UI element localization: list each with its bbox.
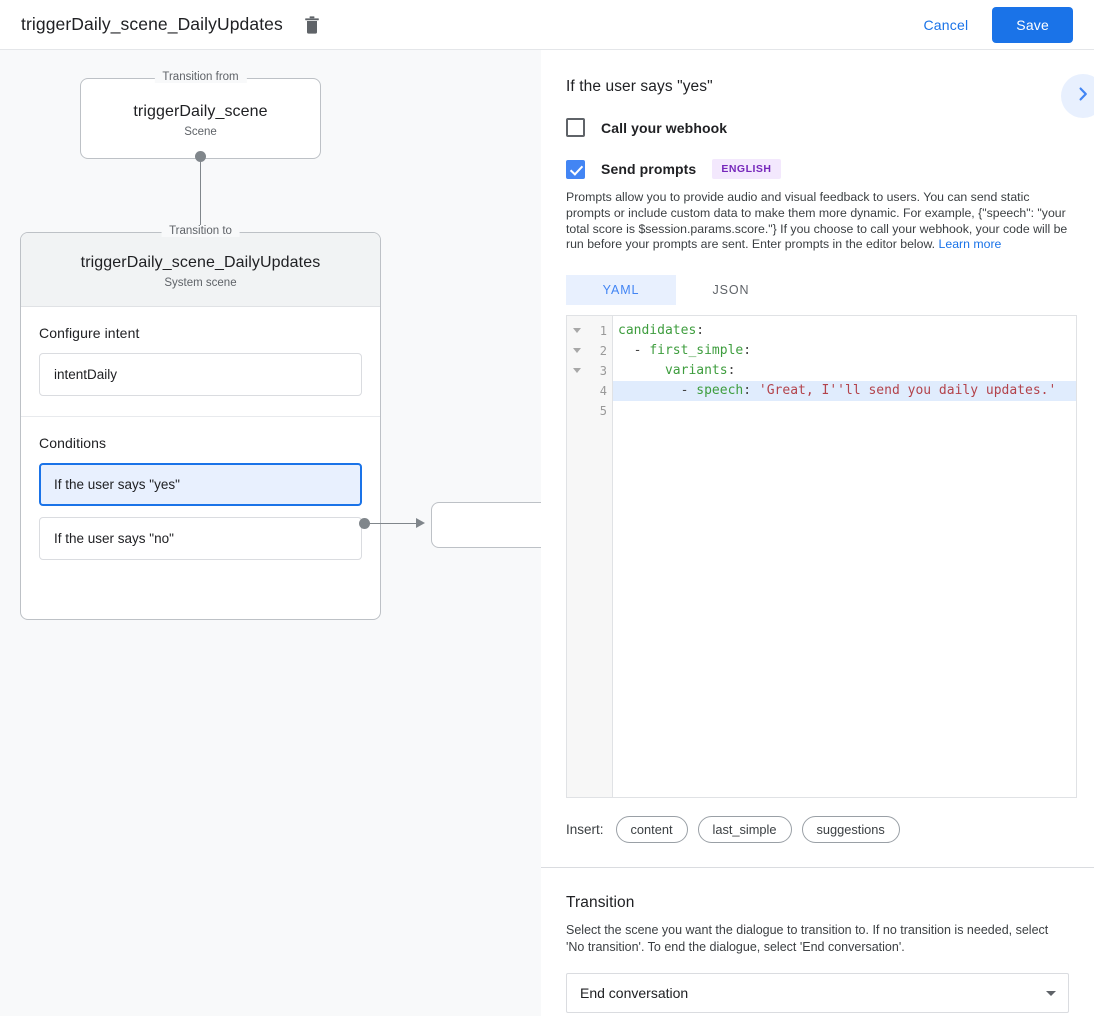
node-to-subtitle: System scene xyxy=(164,277,237,289)
prompts-description: Prompts allow you to provide audio and v… xyxy=(566,190,1069,253)
tab-yaml[interactable]: YAML xyxy=(566,275,676,306)
send-prompts-row[interactable]: Send prompts ENGLISH xyxy=(541,159,1094,179)
call-webhook-label: Call your webhook xyxy=(601,119,728,136)
editor-code-line[interactable]: variants: xyxy=(664,363,736,379)
insert-chip-suggestions[interactable]: suggestions xyxy=(801,816,900,844)
insert-label: Insert: xyxy=(566,822,604,838)
panel-divider xyxy=(541,867,1094,869)
editor-code-line[interactable]: - speech: 'Great, I''ll send you daily u… xyxy=(613,381,1076,402)
cancel-button[interactable]: Cancel xyxy=(914,9,979,41)
transition-section: Transition Select the scene you want the… xyxy=(541,868,1094,1014)
tab-json[interactable]: JSON xyxy=(712,283,750,298)
condition-arrowhead-right-icon xyxy=(416,518,425,528)
condition-edge-line xyxy=(368,523,418,524)
caret-down-icon xyxy=(1046,990,1056,996)
node-from-legend: Transition from xyxy=(154,71,247,83)
transition-title: Transition xyxy=(566,894,635,912)
edge-vertical-line xyxy=(200,156,201,262)
node-transition-to[interactable]: Transition to triggerDaily_scene_DailyUp… xyxy=(20,225,381,620)
insert-chip-content[interactable]: content xyxy=(615,816,688,844)
page-title: triggerDaily_scene_DailyUpdates xyxy=(21,14,283,34)
insert-chip-last-simple[interactable]: last_simple xyxy=(697,816,792,844)
learn-more-link[interactable]: Learn more xyxy=(938,237,1002,252)
format-tabs: YAML JSON xyxy=(566,275,1094,306)
configure-intent-section: Configure intent intentDaily xyxy=(21,307,380,416)
details-panel: If the user says "yes" Call your webhook… xyxy=(541,50,1094,1016)
editor-line-number: 2 xyxy=(567,341,612,361)
editor-code-area[interactable]: candidates: - first_simple: variants: - … xyxy=(613,316,1076,797)
node-to-header: triggerDaily_scene_DailyUpdates System s… xyxy=(21,233,380,307)
editor-line-number: 4 xyxy=(599,384,607,399)
editor-line-number: 5 xyxy=(599,404,607,419)
transition-select-value: End conversation xyxy=(580,985,689,1002)
save-button[interactable]: Save xyxy=(992,6,1073,43)
trash-icon xyxy=(304,15,320,34)
flow-canvas[interactable]: Transition from triggerDaily_scene Scene… xyxy=(0,50,541,1016)
call-webhook-row[interactable]: Call your webhook xyxy=(541,118,1094,137)
node-next-empty[interactable] xyxy=(431,502,541,548)
editor-code-line[interactable]: - first_simple: xyxy=(618,343,752,359)
condition-edge-dot xyxy=(359,518,370,529)
language-badge: ENGLISH xyxy=(712,159,781,179)
transition-select[interactable]: End conversation xyxy=(566,973,1069,1014)
fold-triangle-icon[interactable] xyxy=(573,348,581,354)
chevron-right-button[interactable] xyxy=(1061,74,1094,118)
panel-header: If the user says "yes" xyxy=(541,50,1094,118)
intent-item[interactable]: intentDaily xyxy=(39,353,362,396)
panel-title: If the user says "yes" xyxy=(566,78,713,95)
node-from-title: triggerDaily_scene xyxy=(133,103,268,120)
send-prompts-checkbox[interactable] xyxy=(566,159,585,179)
editor-code-line[interactable] xyxy=(613,401,1076,421)
top-bar: triggerDaily_scene_DailyUpdates Cancel S… xyxy=(0,0,1094,50)
conditions-section: Conditions If the user says "yes" If the… xyxy=(21,416,380,580)
configure-intent-label: Configure intent xyxy=(39,325,140,341)
condition-item-yes[interactable]: If the user says "yes" xyxy=(39,463,362,506)
condition-item-no[interactable]: If the user says "no" xyxy=(39,517,362,560)
node-transition-from[interactable]: Transition from triggerDaily_scene Scene xyxy=(80,71,321,159)
call-webhook-checkbox[interactable] xyxy=(566,118,585,137)
send-prompts-label: Send prompts xyxy=(601,161,697,177)
insert-chips-row: Insert: content last_simple suggestions xyxy=(566,816,1094,844)
editor-line-number: 3 xyxy=(567,361,612,381)
editor-code-line[interactable]: candidates: xyxy=(618,323,705,339)
transition-description: Select the scene you want the dialogue t… xyxy=(566,923,1049,954)
node-to-title: triggerDaily_scene_DailyUpdates xyxy=(80,254,321,271)
chevron-right-icon xyxy=(1075,86,1091,107)
node-to-legend: Transition to xyxy=(161,225,240,237)
fold-triangle-icon[interactable] xyxy=(573,368,581,374)
delete-button[interactable] xyxy=(299,12,325,38)
conditions-label: Conditions xyxy=(39,435,107,451)
prompts-description-text: Prompts allow you to provide audio and v… xyxy=(566,190,1068,252)
fold-triangle-icon[interactable] xyxy=(573,328,581,334)
node-from-subtitle: Scene xyxy=(184,126,217,138)
editor-line-number: 1 xyxy=(567,321,612,341)
